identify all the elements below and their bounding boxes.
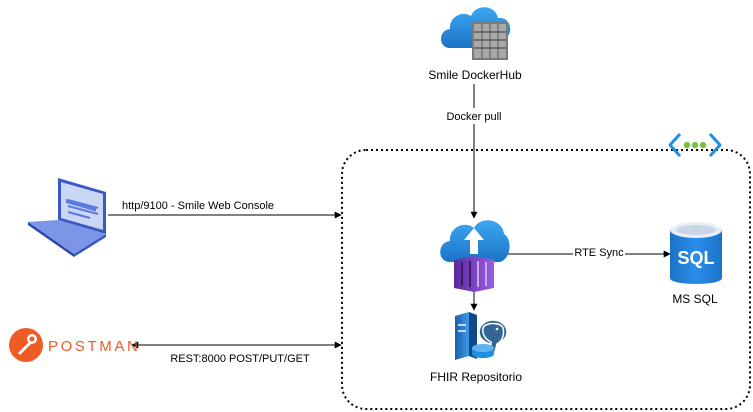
postman-wordmark: POSTMAN xyxy=(48,338,140,355)
laptop-icon xyxy=(28,178,106,257)
node-label-dockerhub: Smile DockerHub xyxy=(428,68,522,82)
edge-label-rest: REST:8000 POST/PUT/GET xyxy=(170,353,310,365)
sql-database-icon: SQL xyxy=(670,222,722,284)
server-postgres-icon xyxy=(455,312,508,360)
cloud-container-upload-icon xyxy=(440,220,510,292)
vnet-group-boundary xyxy=(341,149,751,410)
node-label-fhir: FHIR Repositorio xyxy=(430,370,522,384)
edge-label-rte-sync: RTE Sync xyxy=(574,247,624,259)
sql-badge-text: SQL xyxy=(677,248,714,268)
postman-logo-icon xyxy=(9,328,43,362)
virtual-network-icon xyxy=(668,132,722,158)
cloud-container-registry-icon xyxy=(441,7,511,60)
node-label-mssql: MS SQL xyxy=(672,292,718,306)
edge-label-web-console: http/9100 - Smile Web Console xyxy=(122,200,274,212)
edge-label-docker-pull: Docker pull xyxy=(446,111,501,123)
